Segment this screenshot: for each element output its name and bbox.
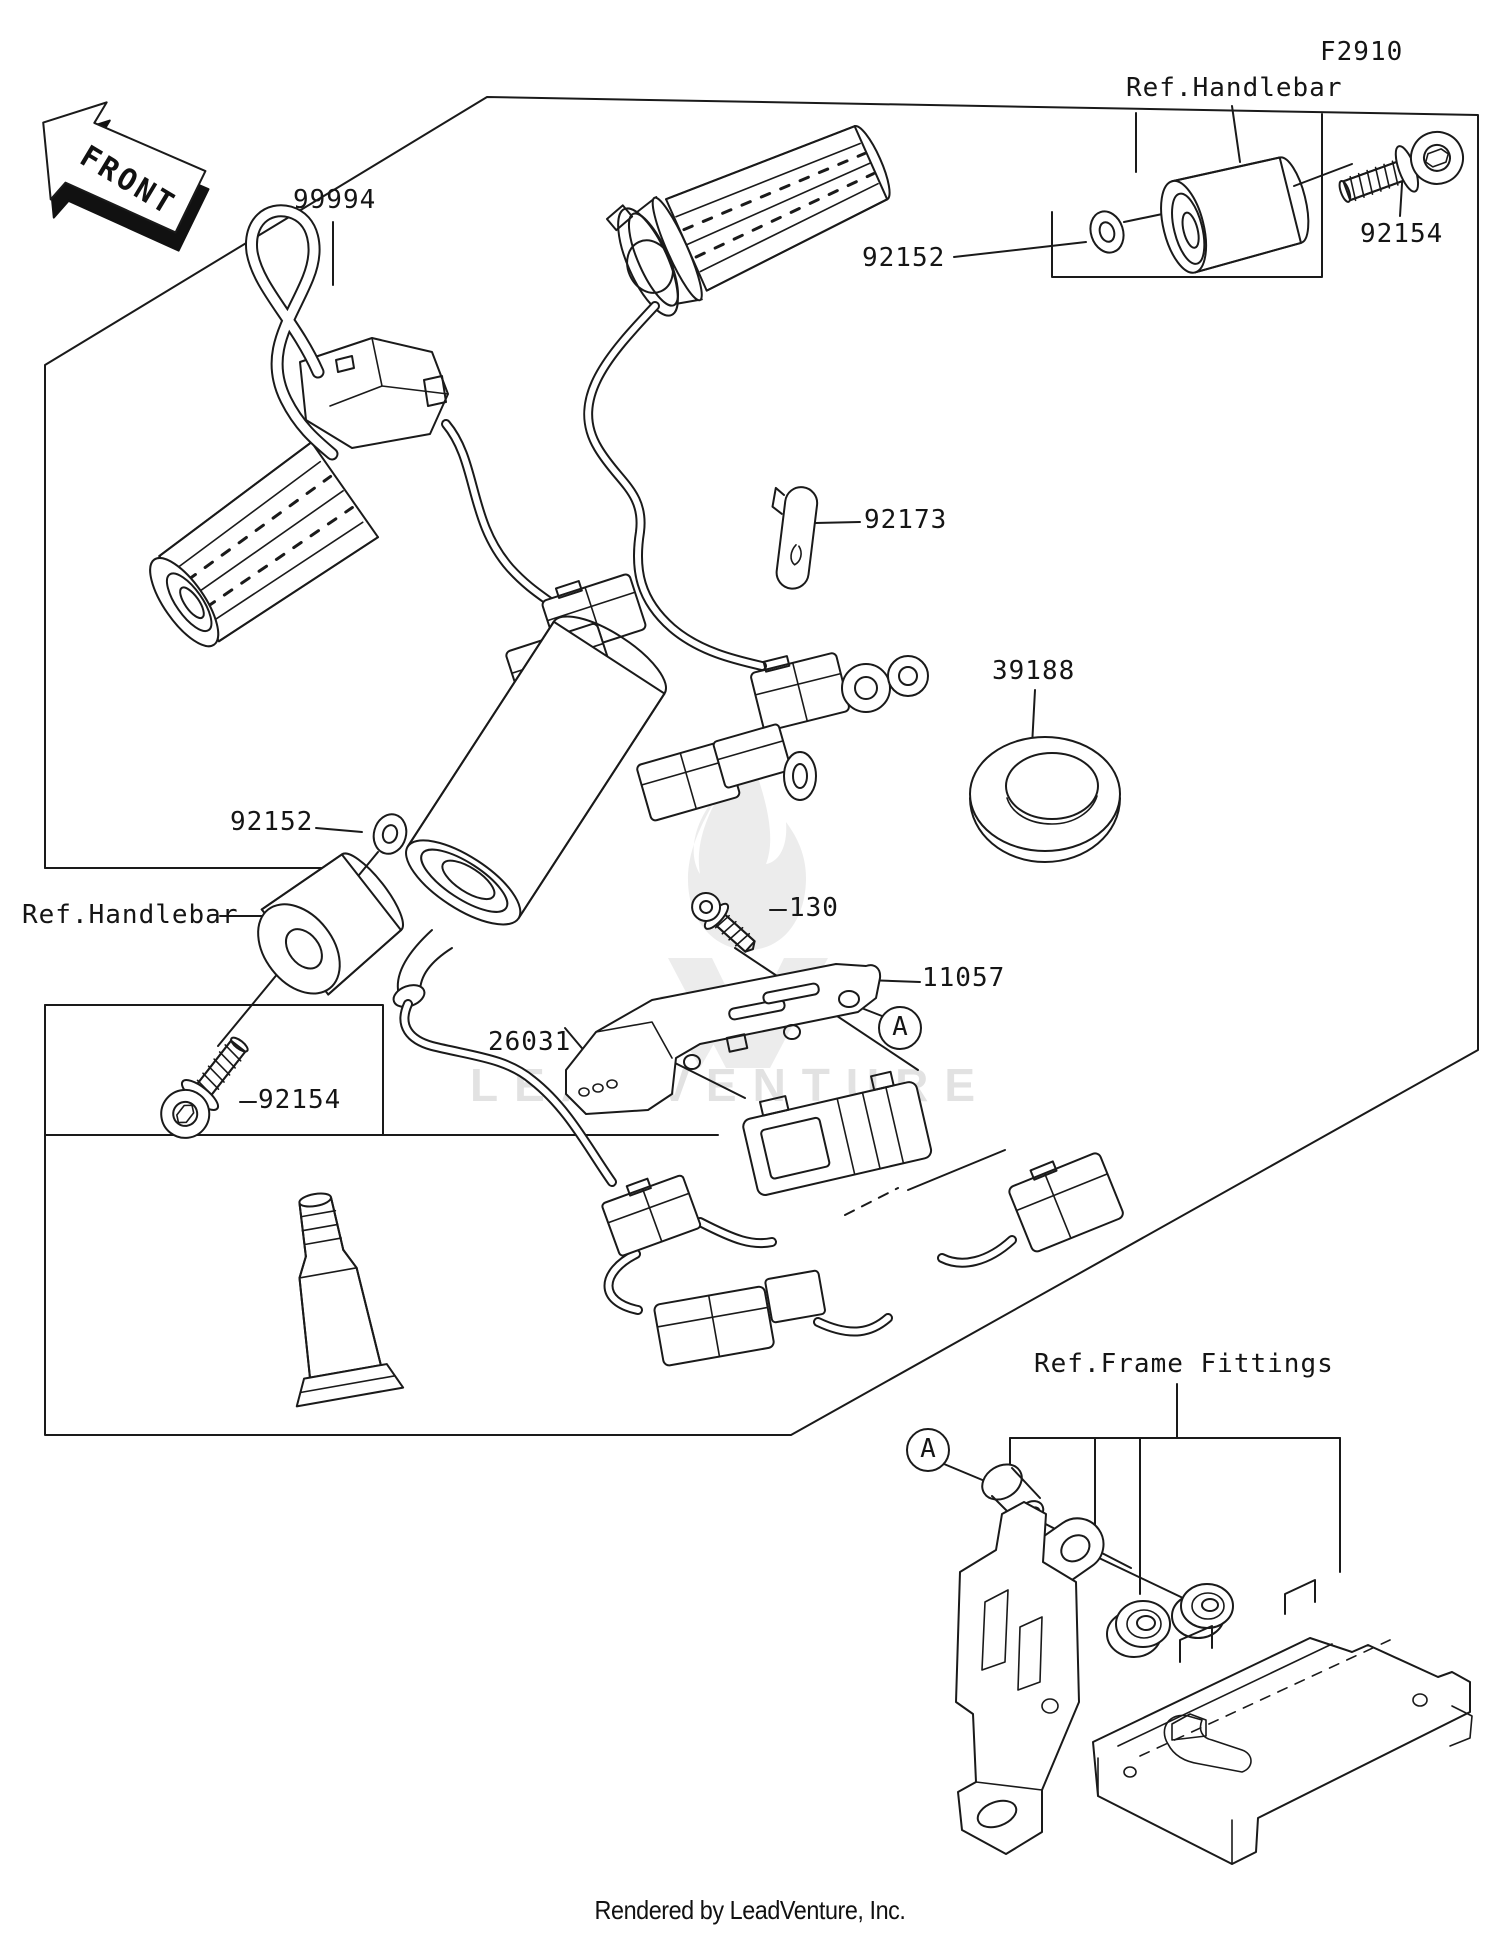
harness-connector-3 <box>1008 1152 1124 1253</box>
bracket-11057 <box>565 963 882 1115</box>
ref-frame-fittings-label: Ref.Frame Fittings <box>1034 1349 1334 1379</box>
left-grip <box>149 441 380 648</box>
frame-fittings-assembly <box>955 1463 1473 1865</box>
washer-left <box>372 813 408 855</box>
detail-marker-a-bottom: A <box>920 1434 936 1464</box>
part-label-92154-left: 92154 <box>258 1085 342 1115</box>
right-grip <box>605 125 891 317</box>
left-frame-bracket <box>955 1501 1080 1855</box>
detail-marker-a-mid: A <box>892 1012 908 1042</box>
part-label-92152-top: 92152 <box>862 243 946 273</box>
channel-bracket <box>1092 1579 1473 1865</box>
rendered-by-credit: Rendered by LeadVenture, Inc. <box>594 1895 906 1925</box>
grommet-1 <box>1106 1600 1171 1658</box>
bolt-left <box>160 1036 249 1139</box>
relay-connector <box>742 1070 933 1196</box>
page-code: F2910 <box>1320 37 1404 67</box>
diagram-border <box>44 96 1479 1436</box>
ring-39188 <box>969 736 1121 863</box>
bar-end-left <box>257 852 404 996</box>
screw-130 <box>691 891 756 953</box>
harness-connector-1 <box>601 1174 702 1257</box>
front-arrow-icon: FRONT <box>42 101 210 252</box>
detail-a-circle-bottom <box>906 1428 950 1472</box>
glue-tube <box>295 1192 405 1408</box>
ref-handlebar-left-label: Ref.Handlebar <box>22 900 239 930</box>
connector-cluster-mid <box>636 723 817 822</box>
part-label-92173: 92173 <box>864 505 948 535</box>
part-label-92152-left: 92152 <box>230 807 314 837</box>
heater-cylinder <box>405 615 667 926</box>
clip-92173 <box>771 486 819 590</box>
part-label-39188: 39188 <box>992 656 1076 686</box>
part-label-26031: 26031 <box>488 1027 572 1057</box>
ref-handlebar-top-label: Ref.Handlebar <box>1126 73 1343 103</box>
part-label-92154-top: 92154 <box>1360 219 1444 249</box>
bar-end-top <box>1160 156 1310 274</box>
cylinder-boot <box>392 929 453 1008</box>
clamp-piece <box>1163 1714 1252 1773</box>
part-label-11057: 11057 <box>922 963 1006 993</box>
bolt-top-right <box>1338 130 1464 203</box>
connector-cluster-right <box>750 652 929 732</box>
washer-top <box>1089 210 1125 254</box>
part-label-99994: 99994 <box>293 185 377 215</box>
switch-housing <box>299 337 449 449</box>
detail-a-circle-mid <box>878 1006 922 1050</box>
part-label-130: 130 <box>789 893 839 923</box>
harness-connector-2 <box>653 1269 826 1367</box>
